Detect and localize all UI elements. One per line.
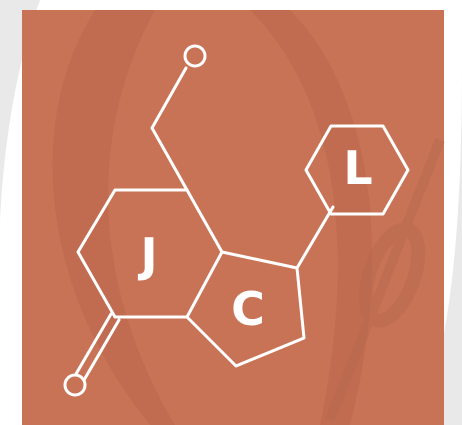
right-swoosh bbox=[420, 60, 462, 425]
letter-l: L bbox=[343, 141, 372, 195]
letter-j: J bbox=[137, 228, 157, 282]
bond-to-l-ring bbox=[295, 205, 335, 270]
letter-c: C bbox=[231, 282, 265, 336]
percent-watermark bbox=[325, 138, 445, 422]
panel-swoosh bbox=[52, 10, 176, 425]
lower-terminal-node bbox=[63, 373, 87, 397]
left-swoosh bbox=[0, 0, 40, 300]
upper-chain bbox=[150, 66, 189, 192]
hexagon-l-ring bbox=[304, 124, 410, 216]
double-bond-a bbox=[74, 312, 113, 376]
panel-swoosh-right bbox=[250, 10, 373, 425]
pentagon-c-ring bbox=[185, 250, 306, 368]
upper-terminal-node bbox=[183, 44, 207, 68]
molecule-structure bbox=[63, 44, 410, 397]
double-bond-b bbox=[82, 318, 121, 382]
